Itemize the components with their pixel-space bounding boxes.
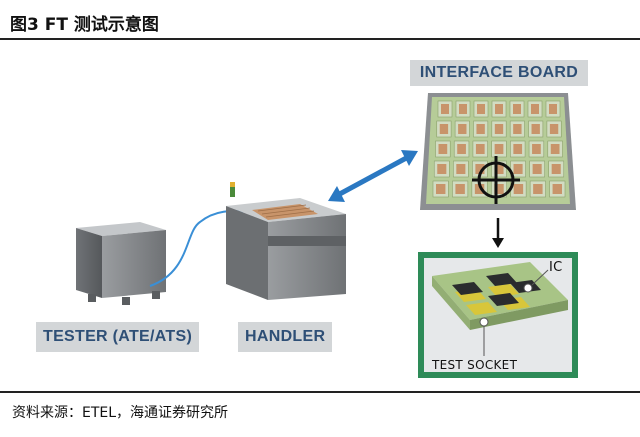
tester-label: TESTER (ATE/ATS): [36, 322, 200, 352]
board-chip: [494, 144, 504, 154]
board-chip: [550, 144, 560, 154]
board-chip: [476, 124, 485, 134]
board-chip: [438, 144, 448, 154]
board-chip: [494, 124, 504, 134]
top-rule: [0, 38, 640, 40]
board-chip: [474, 184, 485, 194]
board-chip: [513, 164, 523, 174]
board-chip: [455, 184, 465, 194]
tester-machine: [76, 222, 166, 305]
board-chip: [549, 124, 559, 134]
board-chip: [456, 164, 466, 174]
board-chip: [513, 184, 524, 194]
board-chip: [458, 124, 467, 134]
board-chip: [457, 144, 466, 154]
board-chip: [513, 104, 521, 114]
board-chip: [477, 104, 485, 114]
board-chip: [459, 104, 467, 114]
interface-board: [420, 93, 576, 210]
handler-machine: [226, 182, 346, 300]
down-arrow-icon: [492, 218, 504, 248]
ic-label: IC: [549, 260, 563, 275]
board-chip: [533, 184, 543, 194]
board-chip: [437, 164, 447, 174]
board-chip: [494, 164, 504, 174]
board-chip: [495, 104, 503, 114]
board-chip: [513, 144, 523, 154]
board-chip: [551, 164, 561, 174]
board-chip: [531, 104, 539, 114]
test-socket-label: TEST SOCKET: [432, 358, 518, 372]
board-chip: [532, 144, 541, 154]
board-chip: [475, 164, 485, 174]
board-chip: [513, 124, 522, 134]
interface-board-label: INTERFACE BOARD: [410, 60, 588, 86]
board-chip: [531, 124, 540, 134]
board-chip: [552, 184, 562, 194]
board-chip: [439, 124, 449, 134]
board-chip: [549, 104, 557, 114]
figure-title: 图3 FT 测试示意图: [10, 15, 159, 35]
double-arrow-icon: [328, 150, 418, 202]
test-socket-closeup: [418, 252, 578, 378]
bottom-rule: [0, 391, 640, 393]
handler-label: HANDLER: [238, 322, 333, 352]
board-chip: [494, 184, 504, 194]
board-chip: [532, 164, 542, 174]
board-chip: [475, 144, 485, 154]
board-chip: [436, 184, 446, 194]
board-chip: [441, 104, 449, 114]
source-note: 资料来源：ETEL，海通证券研究所: [12, 405, 229, 421]
